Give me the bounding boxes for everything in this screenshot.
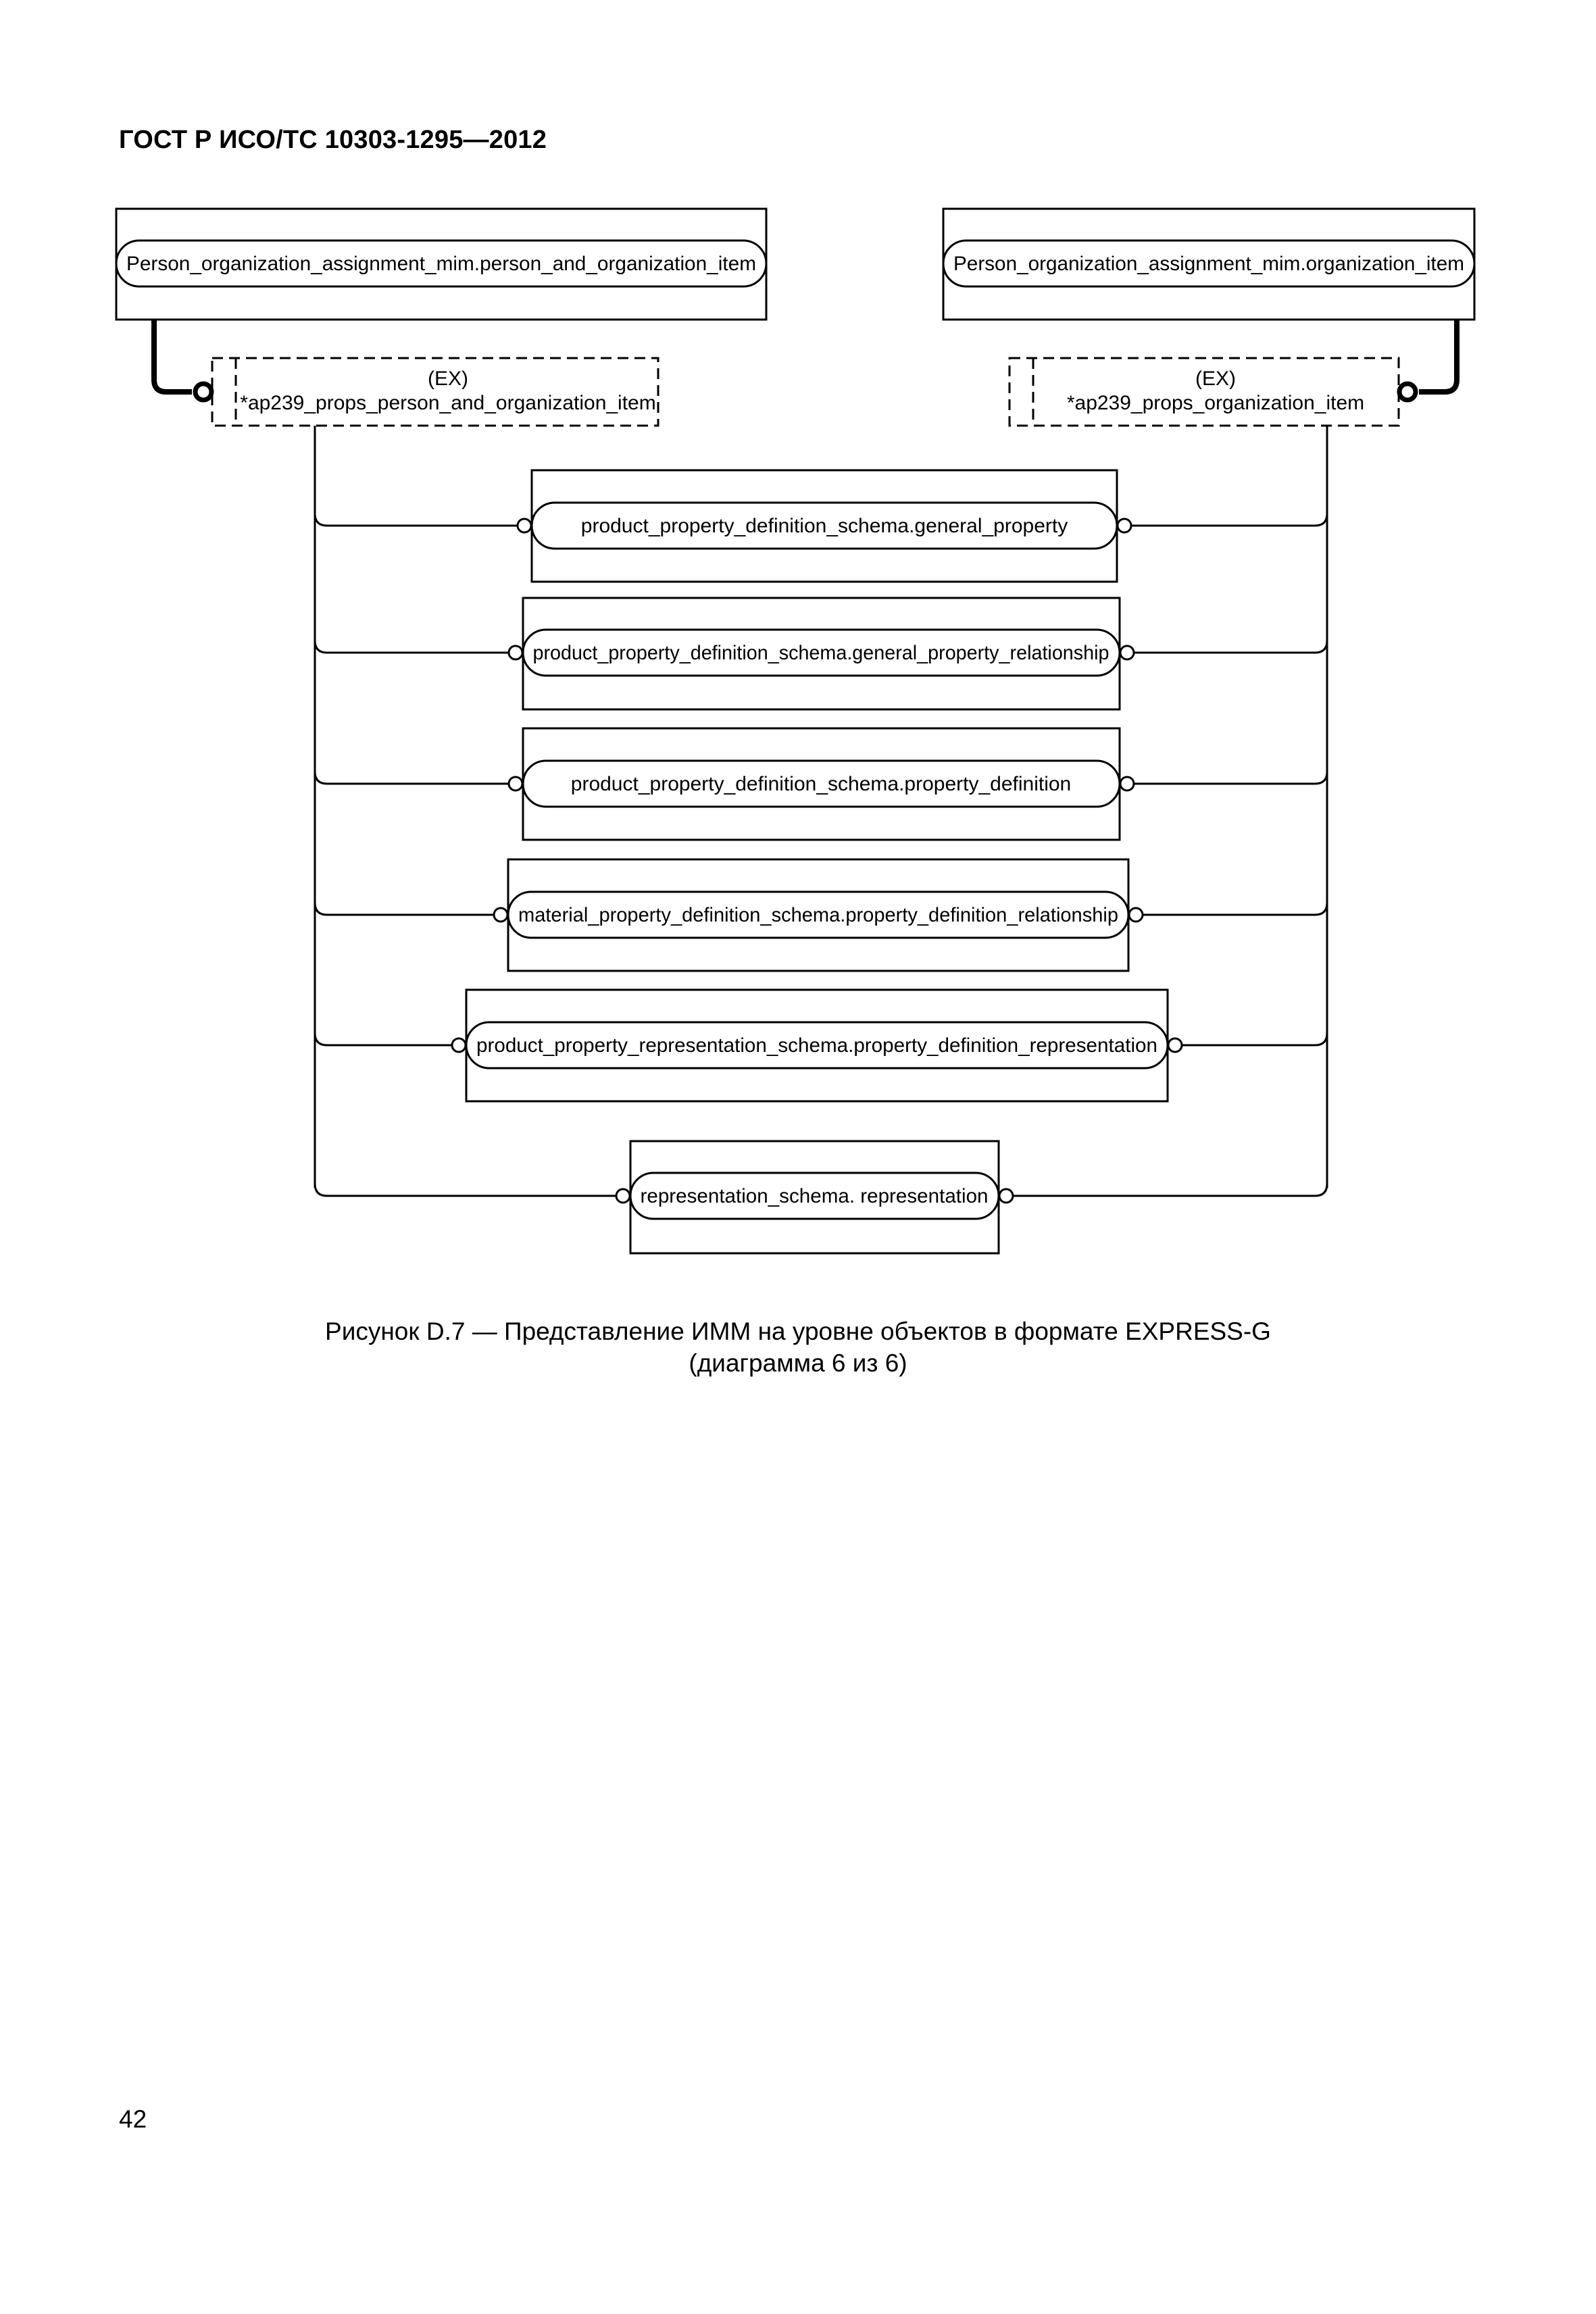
entity-property-definition: product_property_definition_schema.prope… xyxy=(314,727,1328,841)
connector-circle xyxy=(998,1188,1014,1204)
figure-caption: Рисунок D.7 — Представление ИММ на уровн… xyxy=(325,1317,1271,1345)
entity-property-definition-relationship: material_property_definition_schema.prop… xyxy=(314,858,1328,972)
connector-left xyxy=(314,1032,451,1047)
connector-circle xyxy=(1119,645,1135,661)
entity-property-definition-representation: product_property_representation_schema.p… xyxy=(314,988,1328,1103)
relationship-line-left-extension xyxy=(151,320,192,395)
select-type-label: Person_organization_assignment_mim.organ… xyxy=(953,253,1464,275)
connector-right xyxy=(1014,1183,1328,1197)
connector-left xyxy=(314,771,508,785)
entity-general-property-relationship: product_property_definition_schema.gener… xyxy=(314,597,1328,711)
connector-circle xyxy=(516,518,532,534)
entity-label: product_property_definition_schema.prope… xyxy=(571,773,1071,795)
connector-right xyxy=(1134,640,1328,654)
select-type-person-and-organization-item: Person_organization_assignment_mim.perso… xyxy=(115,207,768,321)
entity-label: product_property_definition_schema.gener… xyxy=(533,642,1109,664)
connector-circle xyxy=(1116,518,1132,534)
connector-circle xyxy=(1167,1037,1183,1053)
extension-type-left: (EX) *ap239_props_person_and_organizatio… xyxy=(211,357,659,427)
relationship-end-circle xyxy=(1397,381,1418,403)
entity-label: representation_schema. representation xyxy=(641,1185,989,1207)
connector-right xyxy=(1134,771,1328,785)
extension-tag: (EX) xyxy=(428,368,468,390)
extension-label: *ap239_props_person_and_organization_ite… xyxy=(240,392,655,414)
connector-circle xyxy=(615,1188,631,1204)
connector-circle xyxy=(493,907,509,923)
entity-general-property: product_property_definition_schema.gener… xyxy=(314,469,1328,583)
connector-circle xyxy=(1128,907,1144,923)
connector-right xyxy=(1143,902,1328,916)
entity-label: product_property_representation_schema.p… xyxy=(476,1034,1157,1057)
relationship-end-circle xyxy=(193,381,214,403)
express-g-diagram: Person_organization_assignment_mim.perso… xyxy=(115,207,1476,1255)
extension-type-right: (EX) *ap239_props_organization_item xyxy=(1008,357,1400,427)
connector-left xyxy=(314,1183,616,1197)
extension-label: *ap239_props_organization_item xyxy=(1067,392,1364,414)
entity-label: material_property_definition_schema.prop… xyxy=(518,904,1118,926)
connector-circle xyxy=(507,776,524,792)
connector-left xyxy=(314,640,508,654)
page-number: 42 xyxy=(119,2105,147,2133)
connector-left xyxy=(314,513,517,527)
connector-circle xyxy=(451,1037,467,1053)
connector-left xyxy=(314,902,493,916)
connector-circle xyxy=(507,645,524,661)
connector-circle xyxy=(1119,776,1135,792)
connector-right xyxy=(1132,513,1328,527)
entity-representation: representation_schema. representation xyxy=(314,1140,1328,1255)
extension-tag: (EX) xyxy=(1195,368,1236,390)
entity-label: product_property_definition_schema.gener… xyxy=(581,515,1068,537)
select-type-label: Person_organization_assignment_mim.perso… xyxy=(126,253,756,275)
connector-right xyxy=(1182,1032,1328,1047)
relationship-line-right-extension xyxy=(1419,320,1460,395)
document-header: ГОСТ Р ИСО/ТС 10303-1295—2012 xyxy=(119,126,547,154)
select-type-organization-item: Person_organization_assignment_mim.organ… xyxy=(942,207,1476,321)
figure-caption-subtitle: (диаграмма 6 из 6) xyxy=(689,1349,907,1377)
